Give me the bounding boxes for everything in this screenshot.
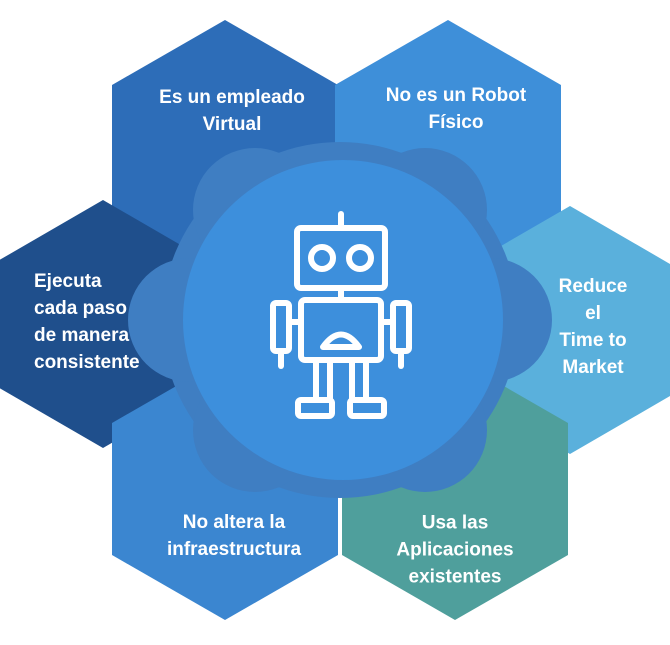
hex-left <box>0 200 210 448</box>
segment-label-bottom-left: No altera la infraestructura <box>166 512 302 560</box>
segment-label-left: Ejecuta cada paso de manera consistente <box>34 271 140 373</box>
segment-label-right: Reduce el Time to Market <box>558 276 628 378</box>
segment-label-top-right: No es un Robot Físico <box>385 85 527 133</box>
segment-label-bottom-right: Usa las Aplicaciones existentes <box>396 512 514 588</box>
center-circle <box>183 160 503 480</box>
segment-label-top-left: Es un empleado Virtual <box>159 87 305 135</box>
robot-icon <box>270 211 412 419</box>
